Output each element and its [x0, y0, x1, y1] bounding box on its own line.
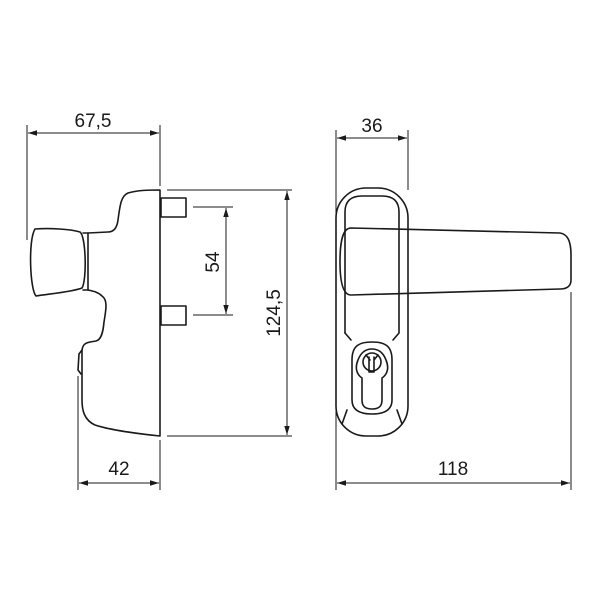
cylinder-profile — [355, 348, 389, 410]
knob — [29, 227, 86, 297]
key-plug — [362, 352, 382, 372]
back-plate-inner — [344, 195, 400, 341]
dimension-label-handle-length: 118 — [438, 459, 468, 480]
side-view: 67,5 54 124,5 42 — [26, 111, 292, 490]
knob-neck — [82, 232, 89, 291]
mounting-pin-top — [160, 197, 187, 218]
lever-handle — [339, 227, 572, 296]
keyhole-icon — [365, 354, 379, 373]
plate-chamfer — [341, 409, 403, 425]
dimension-label-side-width: 67,5 — [75, 111, 112, 132]
dimension-label-side-depth: 42 — [108, 459, 129, 480]
plate-chamfer — [344, 332, 352, 341]
dimension-label-side-height: 124,5 — [264, 289, 285, 337]
body-outline — [81, 189, 161, 437]
front-view: 36 118 — [335, 116, 572, 490]
body-tab — [77, 349, 83, 375]
cylinder-escutcheon — [351, 341, 393, 415]
dimension-label-plate-width: 36 — [361, 116, 382, 137]
back-plate — [335, 187, 409, 437]
dimension-label-pin-spacing: 54 — [203, 251, 224, 273]
mounting-pin-bottom — [160, 305, 187, 326]
